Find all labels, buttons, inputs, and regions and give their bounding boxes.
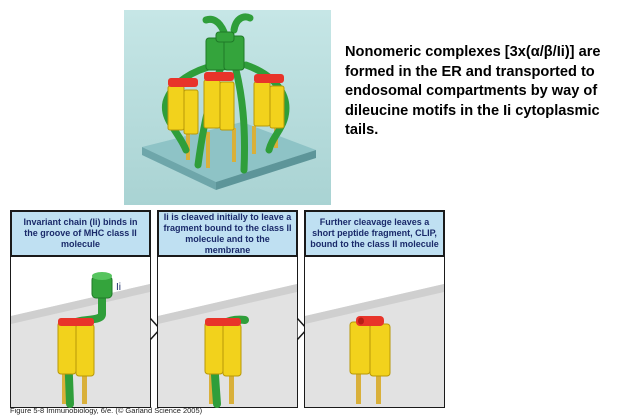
panel-2-illustration bbox=[157, 256, 298, 408]
figure-caption: Figure 5-8 Immunobiology, 6/e. (© Garlan… bbox=[10, 406, 203, 415]
mhc-class-ii bbox=[57, 321, 95, 377]
panel-clip-bound: Further cleavage leaves a short peptide … bbox=[304, 210, 449, 408]
mhc-class-ii bbox=[349, 321, 391, 377]
nonamer-complex-illustration bbox=[124, 10, 331, 205]
arrow-right-icon bbox=[297, 318, 307, 340]
ii-groove-segments bbox=[168, 72, 284, 87]
panel-3-header: Further cleavage leaves a short peptide … bbox=[304, 210, 445, 257]
groove-segment bbox=[58, 318, 94, 326]
panel-1-header: Invariant chain (Ii) binds in the groove… bbox=[10, 210, 151, 257]
panel-ii-binding: Invariant chain (Ii) binds in the groove… bbox=[10, 210, 155, 408]
mhc-class-ii bbox=[204, 321, 242, 377]
panel-ii-cleavage: Ii is cleaved initially to leave a fragm… bbox=[157, 210, 302, 408]
arrow-right-icon bbox=[150, 318, 160, 340]
description-text: Nonomeric complexes [3x(α/β/Ii)] are for… bbox=[345, 44, 601, 138]
ii-trimer-core bbox=[205, 31, 245, 71]
ii-label: Ii bbox=[116, 282, 121, 293]
panel-2-header: Ii is cleaved initially to leave a fragm… bbox=[157, 210, 298, 257]
mhc-class-ii-blocks bbox=[167, 79, 285, 135]
groove-segment bbox=[205, 318, 241, 326]
panel-3-illustration bbox=[304, 256, 445, 408]
panel-1-illustration: Ii bbox=[10, 256, 151, 408]
